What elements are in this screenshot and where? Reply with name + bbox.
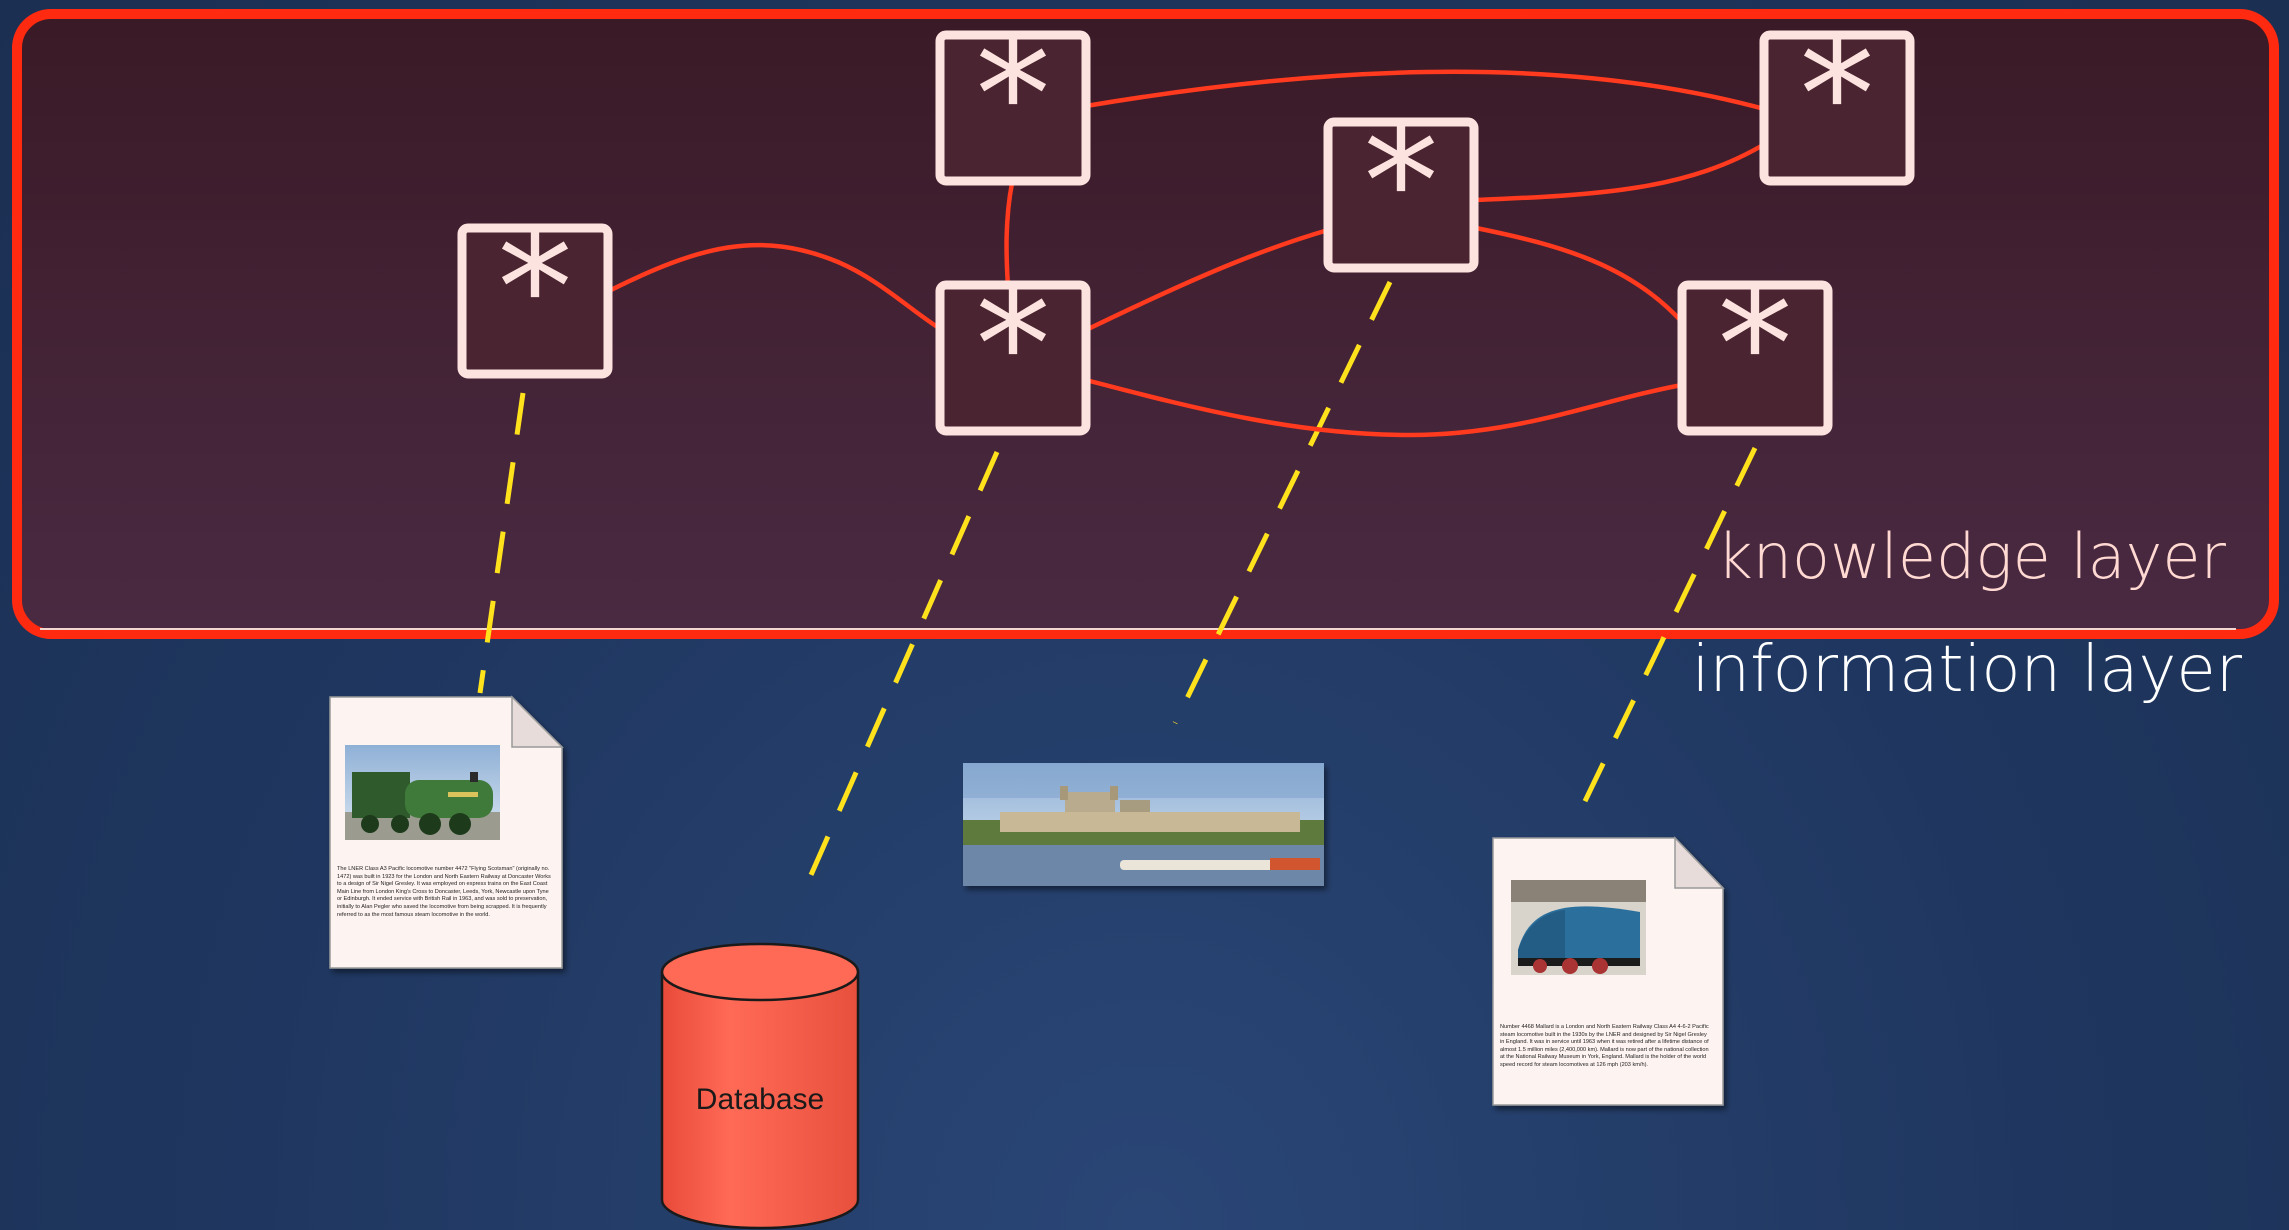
node-box (935, 30, 1091, 186)
page-fold-corner (511, 695, 564, 748)
cylinder-body (660, 972, 860, 1230)
knowledge-layer-label: knowledge layer (1716, 520, 2226, 593)
graph-nodes: ****** (457, 9, 1915, 436)
node-asterisk-icon: * (498, 202, 573, 376)
edge-n3-n6 (1085, 377, 1683, 438)
grounding-links (477, 280, 1758, 902)
edge-n4-n5 (1475, 140, 1770, 203)
link-database (797, 450, 1000, 902)
photo-tower-of-london[interactable] (963, 763, 1324, 886)
node-asterisk-icon: * (1800, 9, 1875, 183)
edge-n2-n5 (1085, 69, 1769, 113)
node-asterisk-icon: * (1718, 259, 1793, 433)
knowledge-node-n3[interactable]: * (935, 259, 1091, 436)
node-box (457, 223, 613, 379)
graph-edges (603, 69, 1770, 438)
node-box (1759, 30, 1915, 186)
link-photo (1172, 280, 1393, 725)
knowledge-node-n5[interactable]: * (1759, 9, 1915, 186)
document-text-mallard: Number 4468 Mallard is a London and Nort… (1500, 1024, 1709, 1068)
locomotive-green-image (345, 745, 500, 840)
locomotive-blue-image (1511, 880, 1646, 975)
information-layer-label: information layer (1691, 633, 2242, 707)
node-box (1323, 117, 1479, 273)
node-asterisk-icon: * (976, 9, 1051, 183)
edge-n2-n3 (1004, 182, 1015, 288)
node-asterisk-icon: * (1364, 96, 1439, 270)
link-doc1 (477, 392, 526, 694)
edge-n3-n4 (1085, 227, 1329, 333)
knowledge-node-n4[interactable]: * (1323, 96, 1479, 273)
node-box (1677, 280, 1833, 436)
edge-n4-n6 (1475, 225, 1684, 324)
database-cylinder[interactable] (660, 942, 860, 1230)
node-box (935, 280, 1091, 436)
node-asterisk-icon: * (976, 259, 1051, 433)
knowledge-node-n1[interactable]: * (457, 202, 613, 379)
cylinder-top (660, 942, 860, 1002)
page-fold-corner (1674, 836, 1725, 889)
database-label: Database (695, 1083, 825, 1116)
knowledge-node-n6[interactable]: * (1677, 259, 1833, 436)
knowledge-node-n2[interactable]: * (935, 9, 1091, 186)
document-text-flying-scotsman: The LNER Class A3 Pacific locomotive num… (337, 866, 551, 918)
edge-n1-n3 (603, 242, 944, 332)
